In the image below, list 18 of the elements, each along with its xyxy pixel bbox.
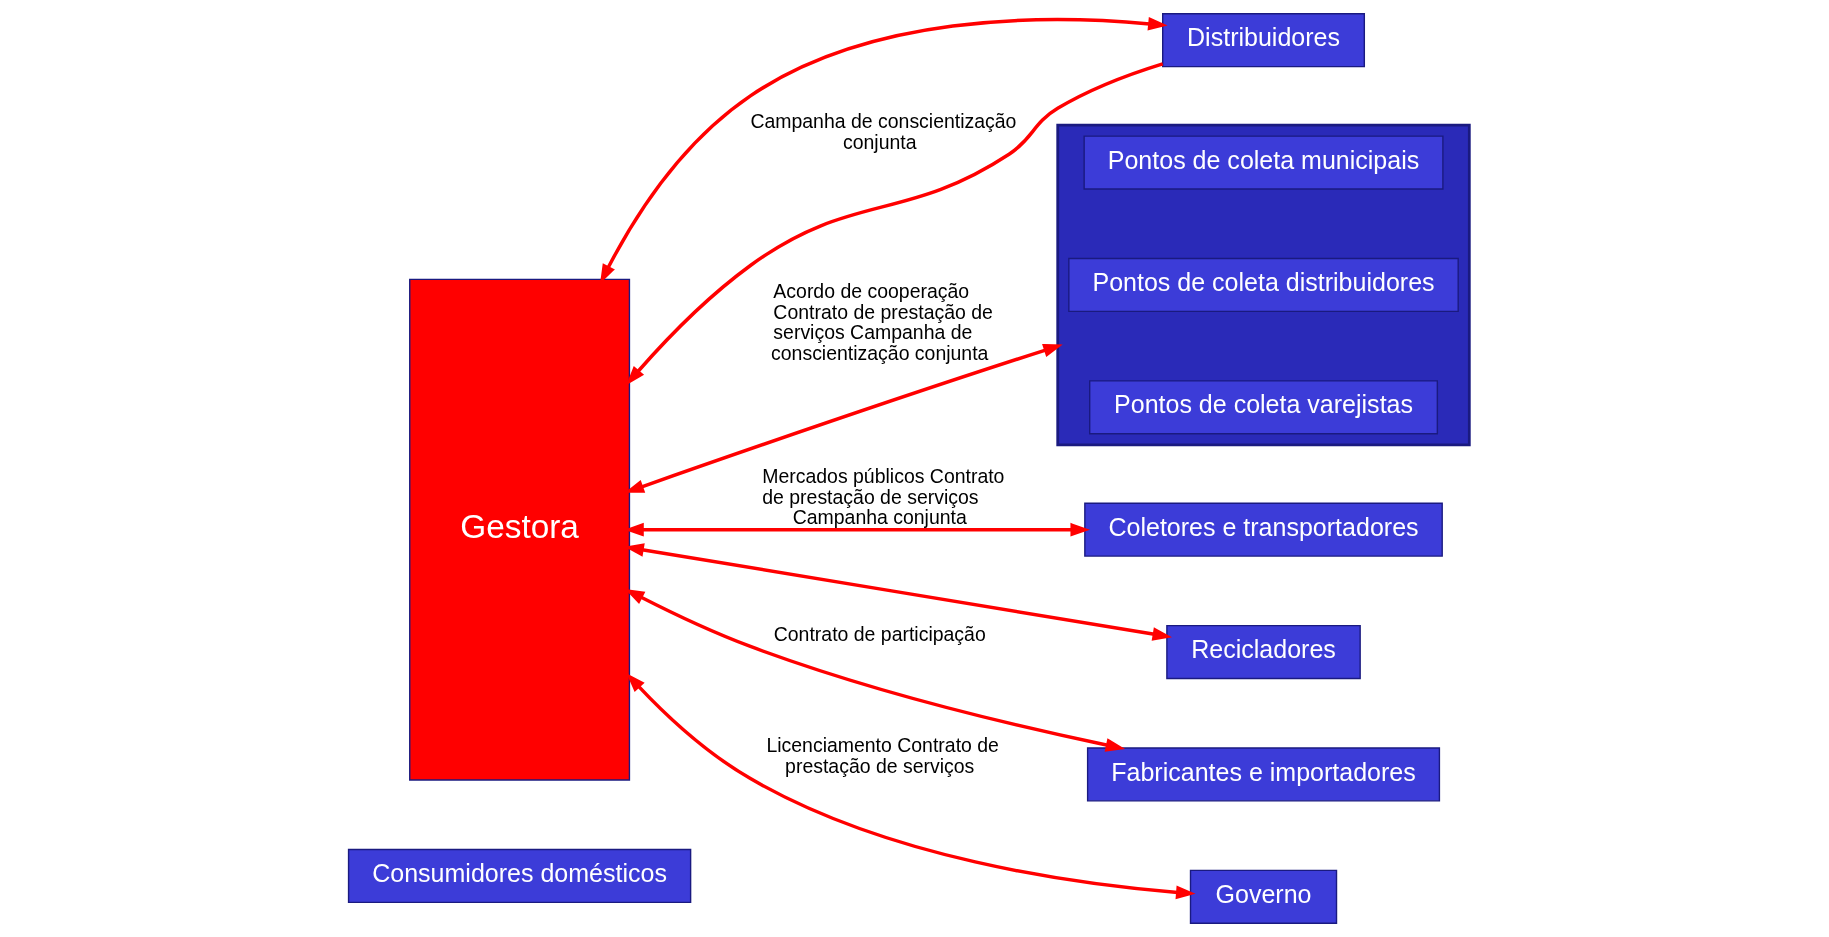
edge-label: Campanha de conscientização conjunta [750,110,1017,153]
node-box: Fabricantes e importadores [1086,747,1441,802]
node-box: Pontos de coleta varejistas [1089,380,1439,435]
node-box: Recicladores [1166,624,1361,680]
node-box: Coletores e transportadores [1084,502,1443,557]
edge-label: Contrato de participação [773,623,986,646]
node-box: Governo [1189,869,1338,924]
edge-label: Acordo de cooperação Contrato de prestação de serviços Campanha de conscientização conjunta [771,279,993,365]
node-box: Pontos de coleta distribuidores [1068,257,1459,313]
edge-label: Licenciamento Contrato de prestação de serviços [766,734,999,778]
edge-label: Mercados públicos Contrato de prestação de serviços Campanha conjunta [762,464,1005,529]
node-box: Distribuidores [1162,13,1366,68]
node-box: Consumidores domésticos [347,848,692,904]
arrow [626,62,1164,386]
arrow [626,673,1196,900]
node-box: Gestora [409,278,631,781]
cluster [1056,123,1471,447]
node-box: Pontos de coleta municipais [1083,135,1444,190]
